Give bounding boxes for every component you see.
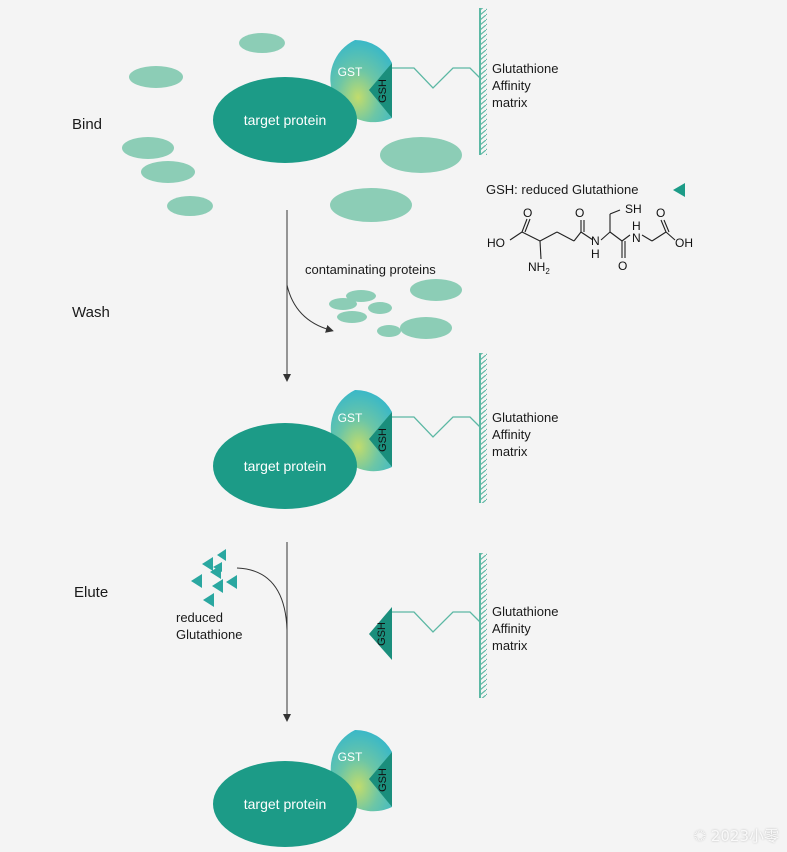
step-elute-label: Elute: [74, 584, 109, 601]
gst-label: GST: [338, 750, 363, 764]
atom-o: O: [575, 206, 584, 220]
affinity-matrix-elute: [369, 553, 487, 698]
elute-curve-arrow: [236, 567, 288, 631]
contaminant-protein: [239, 33, 285, 53]
gsh-triangle-icon: [213, 562, 222, 572]
gsh-label: GSH: [377, 768, 389, 792]
atom-n: N: [632, 231, 641, 245]
target-protein-label: target protein: [244, 458, 327, 474]
matrix-label-elute: Glutathione Affinity matrix: [492, 604, 559, 653]
affinity-matrix-wash: [392, 353, 487, 503]
contaminant-protein: [337, 311, 367, 323]
matrix-label-bind: Glutathione Affinity matrix: [492, 61, 559, 110]
atom-h: H: [632, 219, 641, 233]
matrix-label-wash: Glutathione Affinity matrix: [492, 410, 559, 459]
contaminant-protein: [410, 279, 462, 301]
contaminant-proteins-wash: [329, 279, 462, 339]
weibo-icon: ✺: [693, 827, 707, 845]
gsh-label: GSH: [376, 622, 388, 646]
target-protein-label: target protein: [244, 796, 327, 812]
contaminant-protein: [122, 137, 174, 159]
contaminant-protein: [329, 298, 357, 310]
gsh-triangle-icon: [217, 549, 226, 561]
gsh-triangle-icon: [202, 557, 213, 571]
target-protein-wash: [213, 423, 357, 509]
contaminant-protein: [167, 196, 213, 216]
contaminating-proteins-label: contaminating proteins: [305, 262, 436, 277]
target-protein-eluted: [213, 761, 357, 847]
contaminant-protein: [368, 302, 392, 314]
gsh-triangle-icon: [203, 593, 214, 607]
atom-h: H: [591, 247, 600, 261]
gsh-triangle-icon: [673, 183, 685, 197]
contaminant-proteins-bind: [122, 33, 462, 222]
target-protein-bind: [213, 77, 357, 163]
atom-o: O: [523, 206, 532, 220]
atom-sh: SH: [625, 202, 642, 216]
atom-o: O: [656, 206, 665, 220]
step-bind-label: Bind: [72, 116, 103, 133]
contaminant-protein: [330, 188, 412, 222]
gsh-legend-label: GSH: reduced Glutathione: [486, 182, 639, 197]
affinity-matrix-bind: [392, 8, 487, 155]
gsh-triangle-icon: [191, 574, 202, 588]
gsh-label: GSH: [377, 79, 389, 103]
gsh-triangle-icon: [212, 579, 223, 593]
watermark: ✺ 2023小零: [693, 827, 779, 845]
gst-label: GST: [338, 411, 363, 425]
glutathione-structure: [509, 209, 676, 260]
target-protein-label: target protein: [244, 112, 327, 128]
contaminant-protein: [400, 317, 452, 339]
step-wash-label: Wash: [72, 304, 110, 321]
contaminant-protein: [129, 66, 183, 88]
gsh-ligand: [369, 607, 392, 660]
atom-nh2: NH2: [528, 260, 550, 276]
atom-oh: OH: [675, 236, 693, 250]
reduced-glutathione-triangles: [191, 549, 237, 607]
contaminant-protein: [377, 325, 401, 337]
contaminant-protein: [346, 290, 376, 302]
gst-label: GST: [338, 65, 363, 79]
gsh-label: GSH: [377, 428, 389, 452]
atom-ho: HO: [487, 236, 505, 250]
atom-o: O: [618, 259, 627, 273]
atom-n: N: [591, 234, 600, 248]
gsh-triangle-icon: [226, 575, 237, 589]
contaminant-protein: [380, 137, 462, 173]
reduced-glutathione-label: reduced Glutathione: [176, 610, 243, 642]
contaminant-protein: [141, 161, 195, 183]
wash-branch-arrow: [286, 284, 334, 333]
